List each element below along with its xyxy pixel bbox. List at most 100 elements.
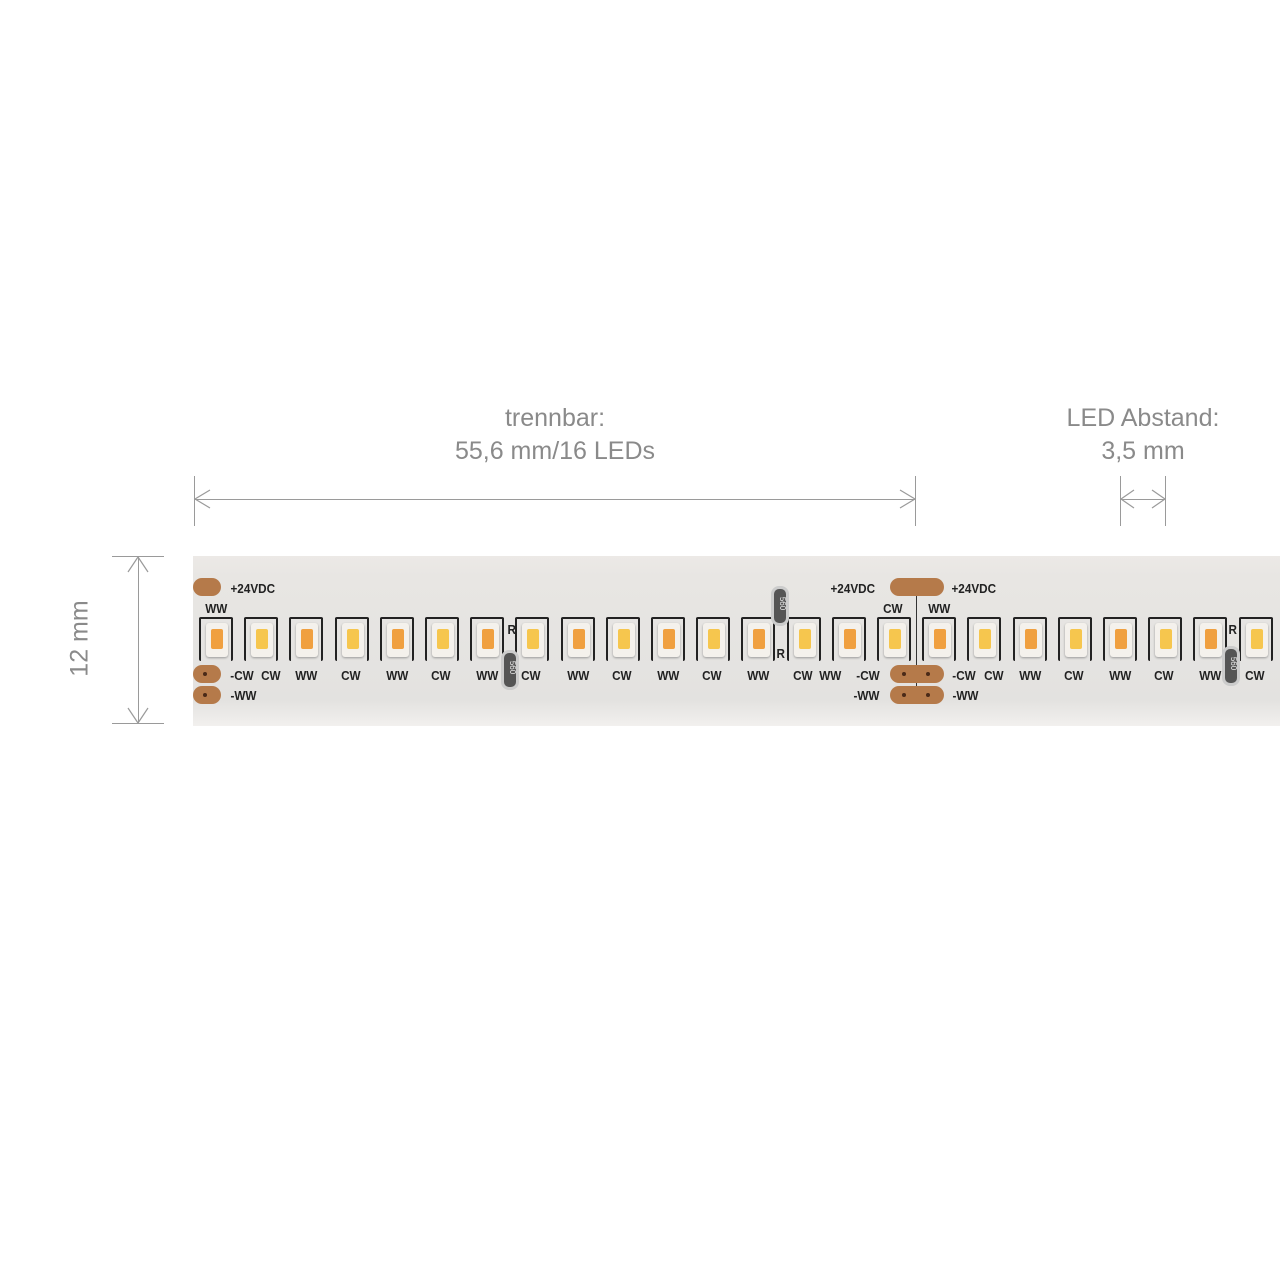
led-type-label: CW [261, 668, 281, 683]
led-chip [1110, 623, 1132, 657]
minus-ww-label: -WW [952, 688, 979, 703]
led-type-label: CW [521, 668, 541, 683]
ww-pad-left [193, 686, 221, 704]
led-chip [341, 623, 364, 657]
led-type-label: CW [611, 668, 632, 683]
led-type-label: WW [1018, 668, 1041, 683]
led-chip [838, 623, 861, 657]
led-cw [696, 617, 731, 661]
led-chip [1064, 623, 1087, 657]
led-type-label: WW [747, 668, 770, 683]
led-chip [296, 623, 319, 657]
led-ww [831, 617, 866, 661]
led-cw [515, 617, 550, 661]
led-ww [741, 617, 776, 661]
led-type-label: WW [1199, 668, 1222, 683]
led-ww [922, 617, 957, 661]
resistor-code: 560 [778, 596, 788, 611]
led-ww [199, 617, 233, 661]
led-chip [793, 623, 816, 657]
led-chip [929, 623, 952, 657]
resistor: 560 [1222, 646, 1240, 686]
plus-pad-left [193, 578, 221, 596]
led-type-label: WW [1109, 668, 1132, 683]
ww-pad-center [890, 686, 944, 704]
led-chip [477, 623, 500, 657]
led-chip [251, 623, 274, 657]
led-cw [1148, 617, 1183, 661]
cw-pad-left [193, 665, 221, 683]
led-cw [877, 617, 911, 661]
led-type-label: CW [1063, 668, 1084, 683]
led-chip [1200, 623, 1223, 657]
led-chip [1245, 623, 1268, 657]
led-chip [522, 623, 545, 657]
minus-cw-label: -CW [952, 668, 976, 683]
pitch-title: LED Abstand: [1066, 404, 1220, 432]
cut-left-tick [194, 476, 195, 526]
led-ww [1012, 617, 1047, 661]
led-type-label: WW [928, 601, 951, 616]
resistor: 560 [501, 650, 519, 690]
led-type-label: WW [819, 668, 842, 683]
led-chip [432, 623, 454, 657]
pitch-dimension-line [1121, 499, 1166, 500]
led-ww [289, 617, 324, 661]
led-type-label: WW [657, 668, 680, 683]
led-cw [967, 617, 1002, 661]
minus-cw-label: -CW [230, 668, 254, 683]
led-type-label: CW [883, 601, 903, 616]
led-chip [748, 623, 771, 657]
led-chip [386, 623, 409, 657]
led-chip [567, 623, 590, 657]
led-strip [193, 556, 1280, 726]
led-chip [1155, 623, 1178, 657]
led-type-label: CW [984, 668, 1004, 683]
led-type-label: WW [295, 668, 318, 683]
cw-pad-center [890, 665, 944, 683]
led-chip [1019, 623, 1042, 657]
cut-right-tick [915, 476, 916, 526]
led-cw [1057, 617, 1092, 661]
led-cw [1238, 617, 1273, 661]
led-chip [612, 623, 635, 657]
led-type-label: WW [476, 668, 499, 683]
cut-title: trennbar: [504, 404, 606, 432]
resistor-mark: R [1228, 622, 1237, 637]
led-type-label: CW [1244, 668, 1265, 683]
led-type-label: CW [702, 668, 722, 683]
led-cw [425, 617, 459, 661]
cut-value: 55,6 mm/16 LEDs [454, 437, 656, 465]
minus-cw-label: -CW [856, 668, 880, 683]
led-type-label: CW [792, 668, 813, 683]
led-type-label: WW [386, 668, 409, 683]
voltage-label: +24VDC [230, 581, 276, 596]
led-cw [786, 617, 821, 661]
led-type-label: WW [566, 668, 589, 683]
resistor-code: 560 [1229, 656, 1239, 671]
plus-pad-center [890, 578, 944, 596]
pitch-right-tick [1165, 476, 1166, 526]
led-ww [379, 617, 414, 661]
led-cw [605, 617, 640, 661]
led-ww [1103, 617, 1137, 661]
led-type-label: CW [1154, 668, 1174, 683]
led-pitch-label: LED Abstand: 3,5 mm [1043, 402, 1243, 468]
led-ww [560, 617, 595, 661]
led-ww [1193, 617, 1228, 661]
minus-ww-label: -WW [230, 688, 257, 703]
led-type-label: CW [431, 668, 451, 683]
led-chip [974, 623, 997, 657]
led-chip [703, 623, 726, 657]
voltage-label: +24VDC [951, 581, 997, 596]
voltage-label: +24VDC [830, 581, 876, 596]
resistor-mark: R [776, 646, 785, 661]
led-chip [658, 623, 680, 657]
led-type-label: CW [340, 668, 361, 683]
resistor-code: 560 [508, 660, 518, 675]
pitch-left-tick [1120, 476, 1121, 526]
led-cw [244, 617, 279, 661]
led-type-label: WW [205, 601, 228, 616]
width-dimension-line [138, 557, 139, 723]
